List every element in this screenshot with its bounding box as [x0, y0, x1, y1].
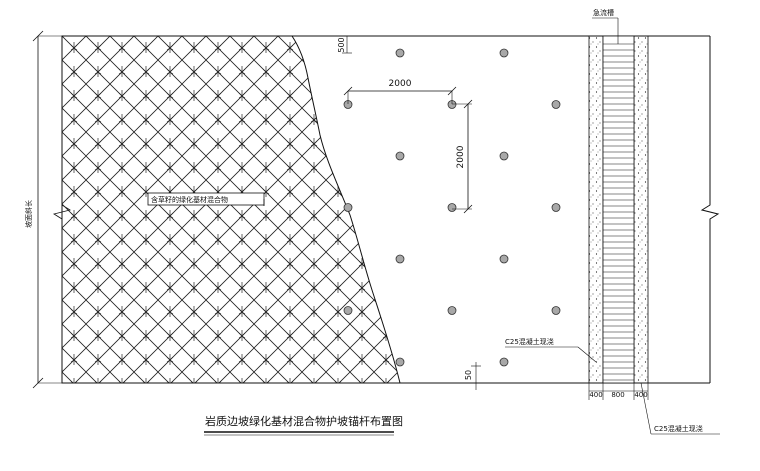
- drain-ditch-label: 急流槽: [593, 8, 614, 17]
- slope-height-dimension: 坡面斜长: [24, 30, 72, 389]
- horizontal-spacing-label: 2000: [389, 79, 412, 89]
- anchor-point: [551, 100, 561, 109]
- anchor-point: [551, 203, 561, 212]
- anchor-grid: [343, 48, 561, 367]
- c25-lower-callout: C25混凝土现浇: [640, 382, 720, 435]
- anchor-point: [343, 306, 353, 315]
- anchor-point: [395, 151, 405, 161]
- drawing-title: 岩质边坡绿化基材混合物护坡锚杆布置图: [205, 414, 403, 428]
- bottom-offset-label: 50: [464, 370, 473, 380]
- channel-width-label: 800: [611, 391, 624, 399]
- anchor-point: [499, 48, 509, 58]
- anchor-point: [551, 306, 561, 315]
- ditch-width-dimension: 400 800 400: [588, 383, 649, 400]
- top-offset-dimension: 500: [337, 36, 352, 54]
- anchor-point: [395, 254, 405, 264]
- vertical-spacing-dimension: 2000: [452, 99, 473, 214]
- wall-left-label: 400: [589, 391, 602, 399]
- anchor-point: [447, 203, 457, 212]
- anchor-point: [499, 254, 509, 264]
- vertical-spacing-label: 2000: [456, 145, 466, 168]
- bottom-offset-dimension: 50: [464, 362, 481, 390]
- anchor-point: [395, 357, 405, 367]
- anchor-point: [499, 151, 509, 161]
- mixture-label-box: 含草籽的绿化基材混合物: [147, 192, 265, 206]
- drain-ditch: 急流槽: [588, 8, 649, 384]
- top-offset-label: 500: [337, 37, 346, 52]
- slope-height-label: 坡面斜长: [24, 200, 33, 228]
- horizontal-spacing-dimension: 2000: [343, 79, 457, 104]
- anchor-point: [447, 306, 457, 315]
- anchor-point: [343, 203, 353, 212]
- anchor-point: [499, 357, 509, 367]
- green-mixture-area: [61, 35, 401, 384]
- c25-upper-label: C25混凝土现浇: [505, 337, 554, 346]
- drawing-title-block: 岩质边坡绿化基材混合物护坡锚杆布置图: [204, 414, 403, 436]
- c25-upper-callout: C25混凝土现浇: [505, 337, 597, 363]
- mixture-label: 含草籽的绿化基材混合物: [151, 195, 228, 204]
- wall-right-label: 400: [634, 391, 647, 399]
- c25-lower-label: C25混凝土现浇: [654, 424, 703, 433]
- ditch-step-lines: [603, 43, 634, 381]
- anchor-point: [395, 48, 405, 58]
